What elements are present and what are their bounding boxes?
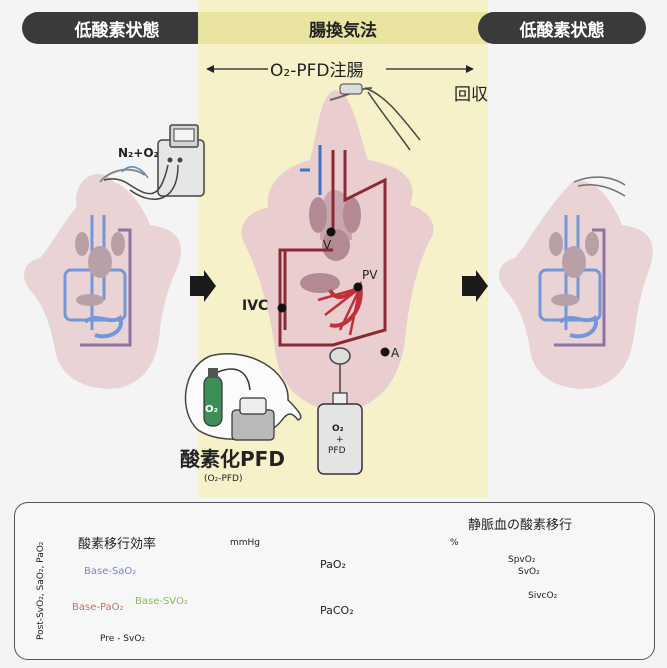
panel2-series-paco2: PaCO₂ (320, 604, 354, 617)
phase-arrow-right (462, 270, 488, 302)
state-pill-left: 低酸素状態 (22, 12, 212, 44)
dot-pv (353, 282, 363, 292)
panel3-unit: % (450, 538, 459, 548)
phase-arrow-left (190, 270, 216, 302)
panel1-title: 酸素移行効率 (78, 537, 157, 552)
bag-label-line1: O₂ (332, 424, 344, 434)
perfusion-arrow (206, 65, 474, 73)
bag-label-line2: + (336, 435, 344, 445)
dot-v (326, 227, 336, 237)
panel2-series-pao2: PaO₂ (320, 558, 346, 571)
results-panel (14, 502, 655, 660)
device-subtitle: (O₂-PFD) (204, 474, 243, 484)
perfusion-label: O₂-PFD注腸 (270, 61, 364, 81)
recovery-label: 回収 (454, 85, 488, 105)
vessel-label-v: V (323, 238, 332, 252)
legend-base-sao2: Base-SaO₂ (84, 566, 137, 577)
dot-ivc (277, 303, 287, 313)
panel1-ylabel: Post-SvO₂, SaO₂, PaO₂ (36, 541, 46, 640)
panel1-xlabel: Pre - SvO₂ (100, 634, 146, 644)
legend-base-svo2: Base-SVO₂ (135, 596, 188, 607)
left-mouse (24, 168, 181, 389)
dot-a (380, 347, 390, 357)
bag-label-line3: PFD (328, 446, 346, 456)
center-mouse (241, 83, 434, 412)
device-title: 酸素化PFD (180, 447, 285, 471)
panel3-series-sivco2: SivcO₂ (528, 591, 558, 601)
vessel-label-ivc: IVC (242, 298, 269, 314)
cylinder-label: O₂ (205, 404, 218, 415)
legend-base-pao2: Base-PaO₂ (72, 602, 124, 613)
right-mouse (499, 176, 653, 389)
panel3-series-spvo2: SpvO₂ (508, 555, 536, 565)
oxygenation-device (184, 353, 302, 441)
state-pill-right: 低酸素状態 (478, 12, 646, 44)
vessel-label-a: A (391, 346, 400, 360)
panel3-title: 静脈血の酸素移行 (468, 518, 573, 533)
gas-machine (103, 124, 205, 200)
gas-label: N₂+O₂ (118, 146, 159, 160)
vessel-label-pv: PV (362, 268, 378, 282)
panel2-unit: mmHg (230, 538, 261, 548)
panel3-series-svo2: SvO₂ (518, 567, 540, 577)
method-pill-center: 腸換気法 (198, 12, 488, 44)
pfd-bag (317, 392, 363, 475)
